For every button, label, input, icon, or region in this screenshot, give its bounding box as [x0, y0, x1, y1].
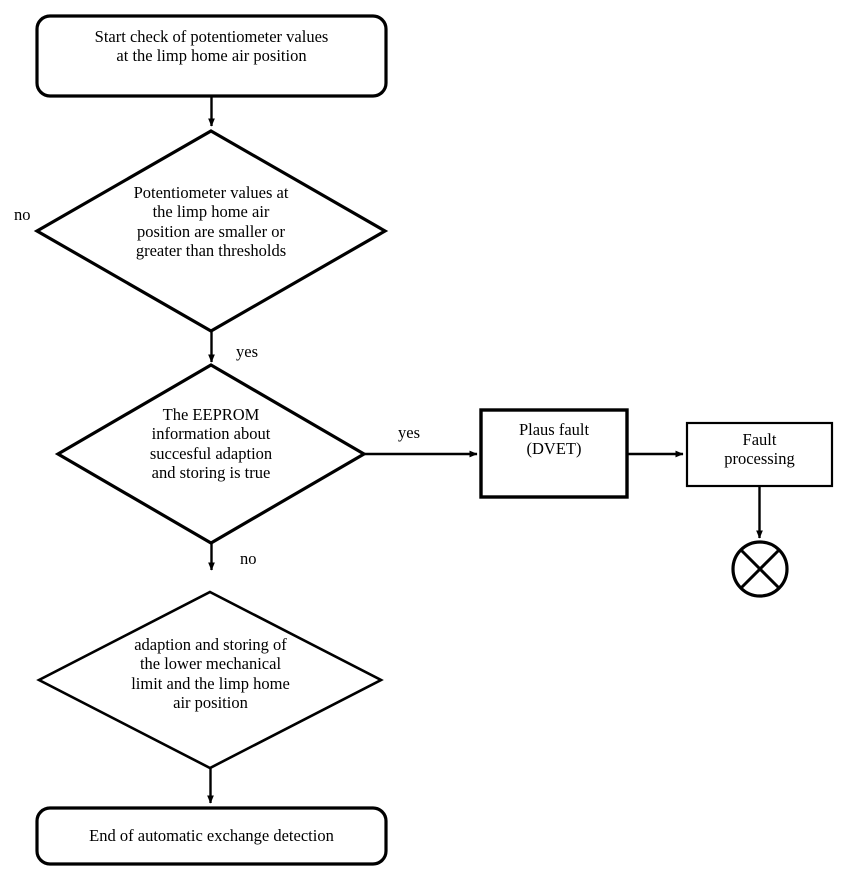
node-plaus-fault-shape [479, 408, 629, 499]
edge-label-yes-mid: yes [236, 342, 258, 361]
node-decision-eeprom-shape [54, 363, 368, 545]
node-fault-processing-shape [685, 421, 834, 488]
node-start-shape [35, 14, 388, 98]
edge-label-no-lower: no [240, 549, 257, 568]
node-end-shape [35, 806, 388, 866]
node-decision-adaption-shape [36, 590, 384, 770]
node-crossed-circle-end-shape [731, 540, 789, 598]
edge-label-yes-right: yes [398, 423, 420, 442]
edge-label-no-left: no [14, 205, 31, 224]
node-decision-pot-values-shape [33, 129, 389, 333]
